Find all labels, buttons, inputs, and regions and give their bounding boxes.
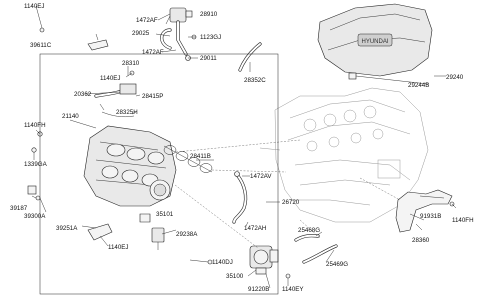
manifold-gasket-illustration [163,145,213,173]
bracket-39611c-illustration [87,33,109,51]
label-28360: 28360 [412,237,430,244]
label-39300a: 39300A [24,213,46,220]
label-29244b: 29244B [408,82,429,89]
label-1472af-a: 1472AF [136,17,158,24]
label-21140: 21140 [62,113,79,120]
engine-block-illustration [259,87,429,223]
label-25469g: 25469G [326,261,348,268]
label-28415p: 28415P [142,93,163,100]
label-1140fh-b: 1140FH [452,217,474,224]
label-39251a: 39251A [56,225,78,232]
label-35100: 35100 [226,273,244,280]
hose-26720-illustration [232,171,248,224]
label-1140ej-c: 1140EJ [108,244,129,251]
label-1472ah: 1472AH [244,225,266,232]
label-28310: 28310 [122,60,140,67]
bracket-28360-illustration [395,189,453,233]
fasteners-illustration [27,27,455,279]
coolant-hoses-illustration [294,234,338,264]
solenoid-valve-illustration [160,7,193,61]
pcv-hose-illustration [94,83,137,118]
label-28352c: 28352C [244,77,266,84]
label-25468g: 25468G [298,227,320,234]
cover-logo-text: HYUNDAI [361,39,388,45]
label-91220b: 91220B [248,286,269,293]
label-29011: 29011 [200,55,217,62]
actuator-illustration [87,223,165,250]
label-91931b: 91931B [420,213,441,220]
label-1140dj: 1140DJ [212,259,233,266]
hose-28352c-illustration [238,42,262,72]
engine-cover-illustration: HYUNDAI [317,3,433,80]
label-1140ey: 1140EY [282,286,304,293]
label-28910: 28910 [200,11,218,18]
cover-grommet [348,72,357,80]
label-26720: 26720 [282,199,300,206]
label-39187: 39187 [10,205,28,212]
label-29238a: 29238A [176,231,198,238]
throttle-body-illustration [249,245,279,275]
intake-manifold-illustration [83,125,177,207]
label-1123gj: 1123GJ [200,34,221,41]
part-labels: 28910 1472AF 1140EJ 29025 1123GJ 39611C … [10,3,474,293]
label-1140ej-b: 1140EJ [100,75,121,82]
label-20362: 20362 [74,91,92,98]
label-1140fh-a: 1140FH [24,122,46,129]
label-29240: 29240 [446,74,464,81]
leader-lines [31,5,457,295]
label-1472af-b: 1472AF [142,49,164,56]
label-35101: 35101 [156,211,174,218]
label-28325h: 28325H [116,109,138,116]
cover-logo-plate [357,33,393,47]
label-1339ga: 1339GA [24,161,48,168]
label-39611c: 39611C [30,42,52,49]
label-1140ej-a: 1140EJ [24,3,45,10]
label-1472av: 1472AV [250,173,272,180]
label-29025: 29025 [132,30,150,37]
label-28411b: 28411B [190,153,211,160]
